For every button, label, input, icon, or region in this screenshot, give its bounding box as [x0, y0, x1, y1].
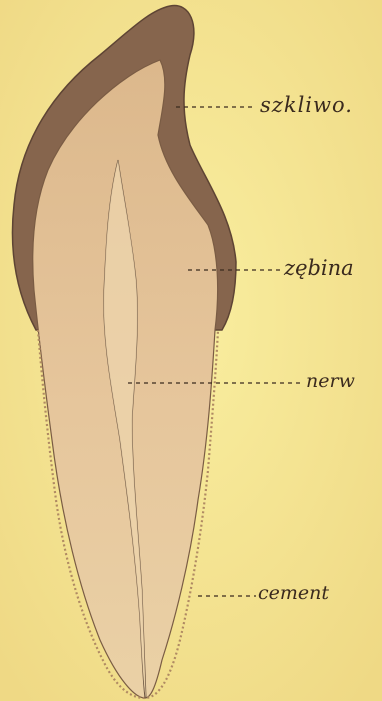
enamel-label: szkliwo.	[260, 93, 353, 117]
cement-label: cement	[258, 582, 329, 604]
dentin-label: zębina	[284, 256, 354, 280]
nerve-label: nerw	[306, 370, 355, 392]
